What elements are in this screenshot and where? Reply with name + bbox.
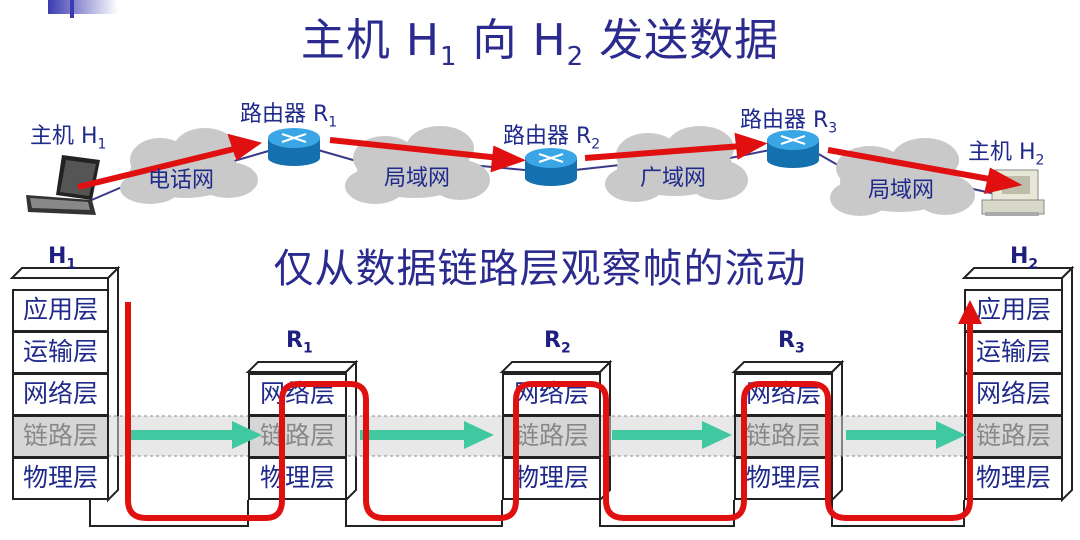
corner-tick (70, 0, 74, 18)
layer-network: 网络层 (734, 373, 833, 416)
host2-label: 主机 H2 (968, 140, 1045, 169)
router-r2-icon (525, 148, 577, 186)
cloud-lan-1 (345, 126, 490, 204)
layer-network: 网络层 (964, 373, 1063, 416)
cloud-phone-network (120, 128, 258, 204)
page-title: 主机 H1 向 H2 发送数据 (300, 15, 780, 72)
layer-physical: 物理层 (964, 457, 1063, 500)
path-arrowhead (958, 300, 982, 324)
host1-label: 主机 H1 (30, 124, 107, 153)
router-r3-label: 路由器 R3 (740, 108, 838, 137)
layer-network: 网络层 (12, 373, 109, 416)
subtitle: 仅从数据链路层观察帧的流动 (273, 246, 807, 292)
router-r1-label: 路由器 R1 (240, 102, 338, 131)
cloud-label-lan-2: 局域网 (868, 178, 935, 203)
laptop-icon (26, 155, 100, 215)
network-topology (26, 126, 1045, 216)
data-path (125, 302, 973, 521)
router-r2-label: 路由器 R2 (503, 124, 601, 153)
cloud-label-wan: 广域网 (640, 166, 707, 191)
router-r1-icon (268, 128, 320, 166)
layer-transport: 运输层 (12, 331, 109, 374)
stack-h1-label: H1 (48, 244, 77, 273)
layer-link: 链路层 (964, 415, 1063, 458)
stack-r1-label: R1 (286, 328, 313, 357)
cloud-label-phone: 电话网 (148, 168, 215, 193)
router-r3-icon (767, 130, 819, 168)
layer-link: 链路层 (248, 415, 347, 458)
cloud-label-lan-1: 局域网 (384, 166, 451, 191)
layer-application: 应用层 (964, 289, 1063, 332)
stack-h2-label: H2 (1010, 244, 1039, 273)
layer-physical: 物理层 (248, 457, 347, 500)
layer-physical: 物理层 (734, 457, 833, 500)
layer-link: 链路层 (12, 415, 109, 458)
frame-arrows (128, 421, 966, 449)
routers (268, 128, 819, 186)
layer-physical: 物理层 (12, 457, 109, 500)
stack-r2-label: R2 (544, 328, 571, 357)
corner-decoration (48, 0, 118, 14)
stack-r3-label: R3 (778, 328, 805, 357)
